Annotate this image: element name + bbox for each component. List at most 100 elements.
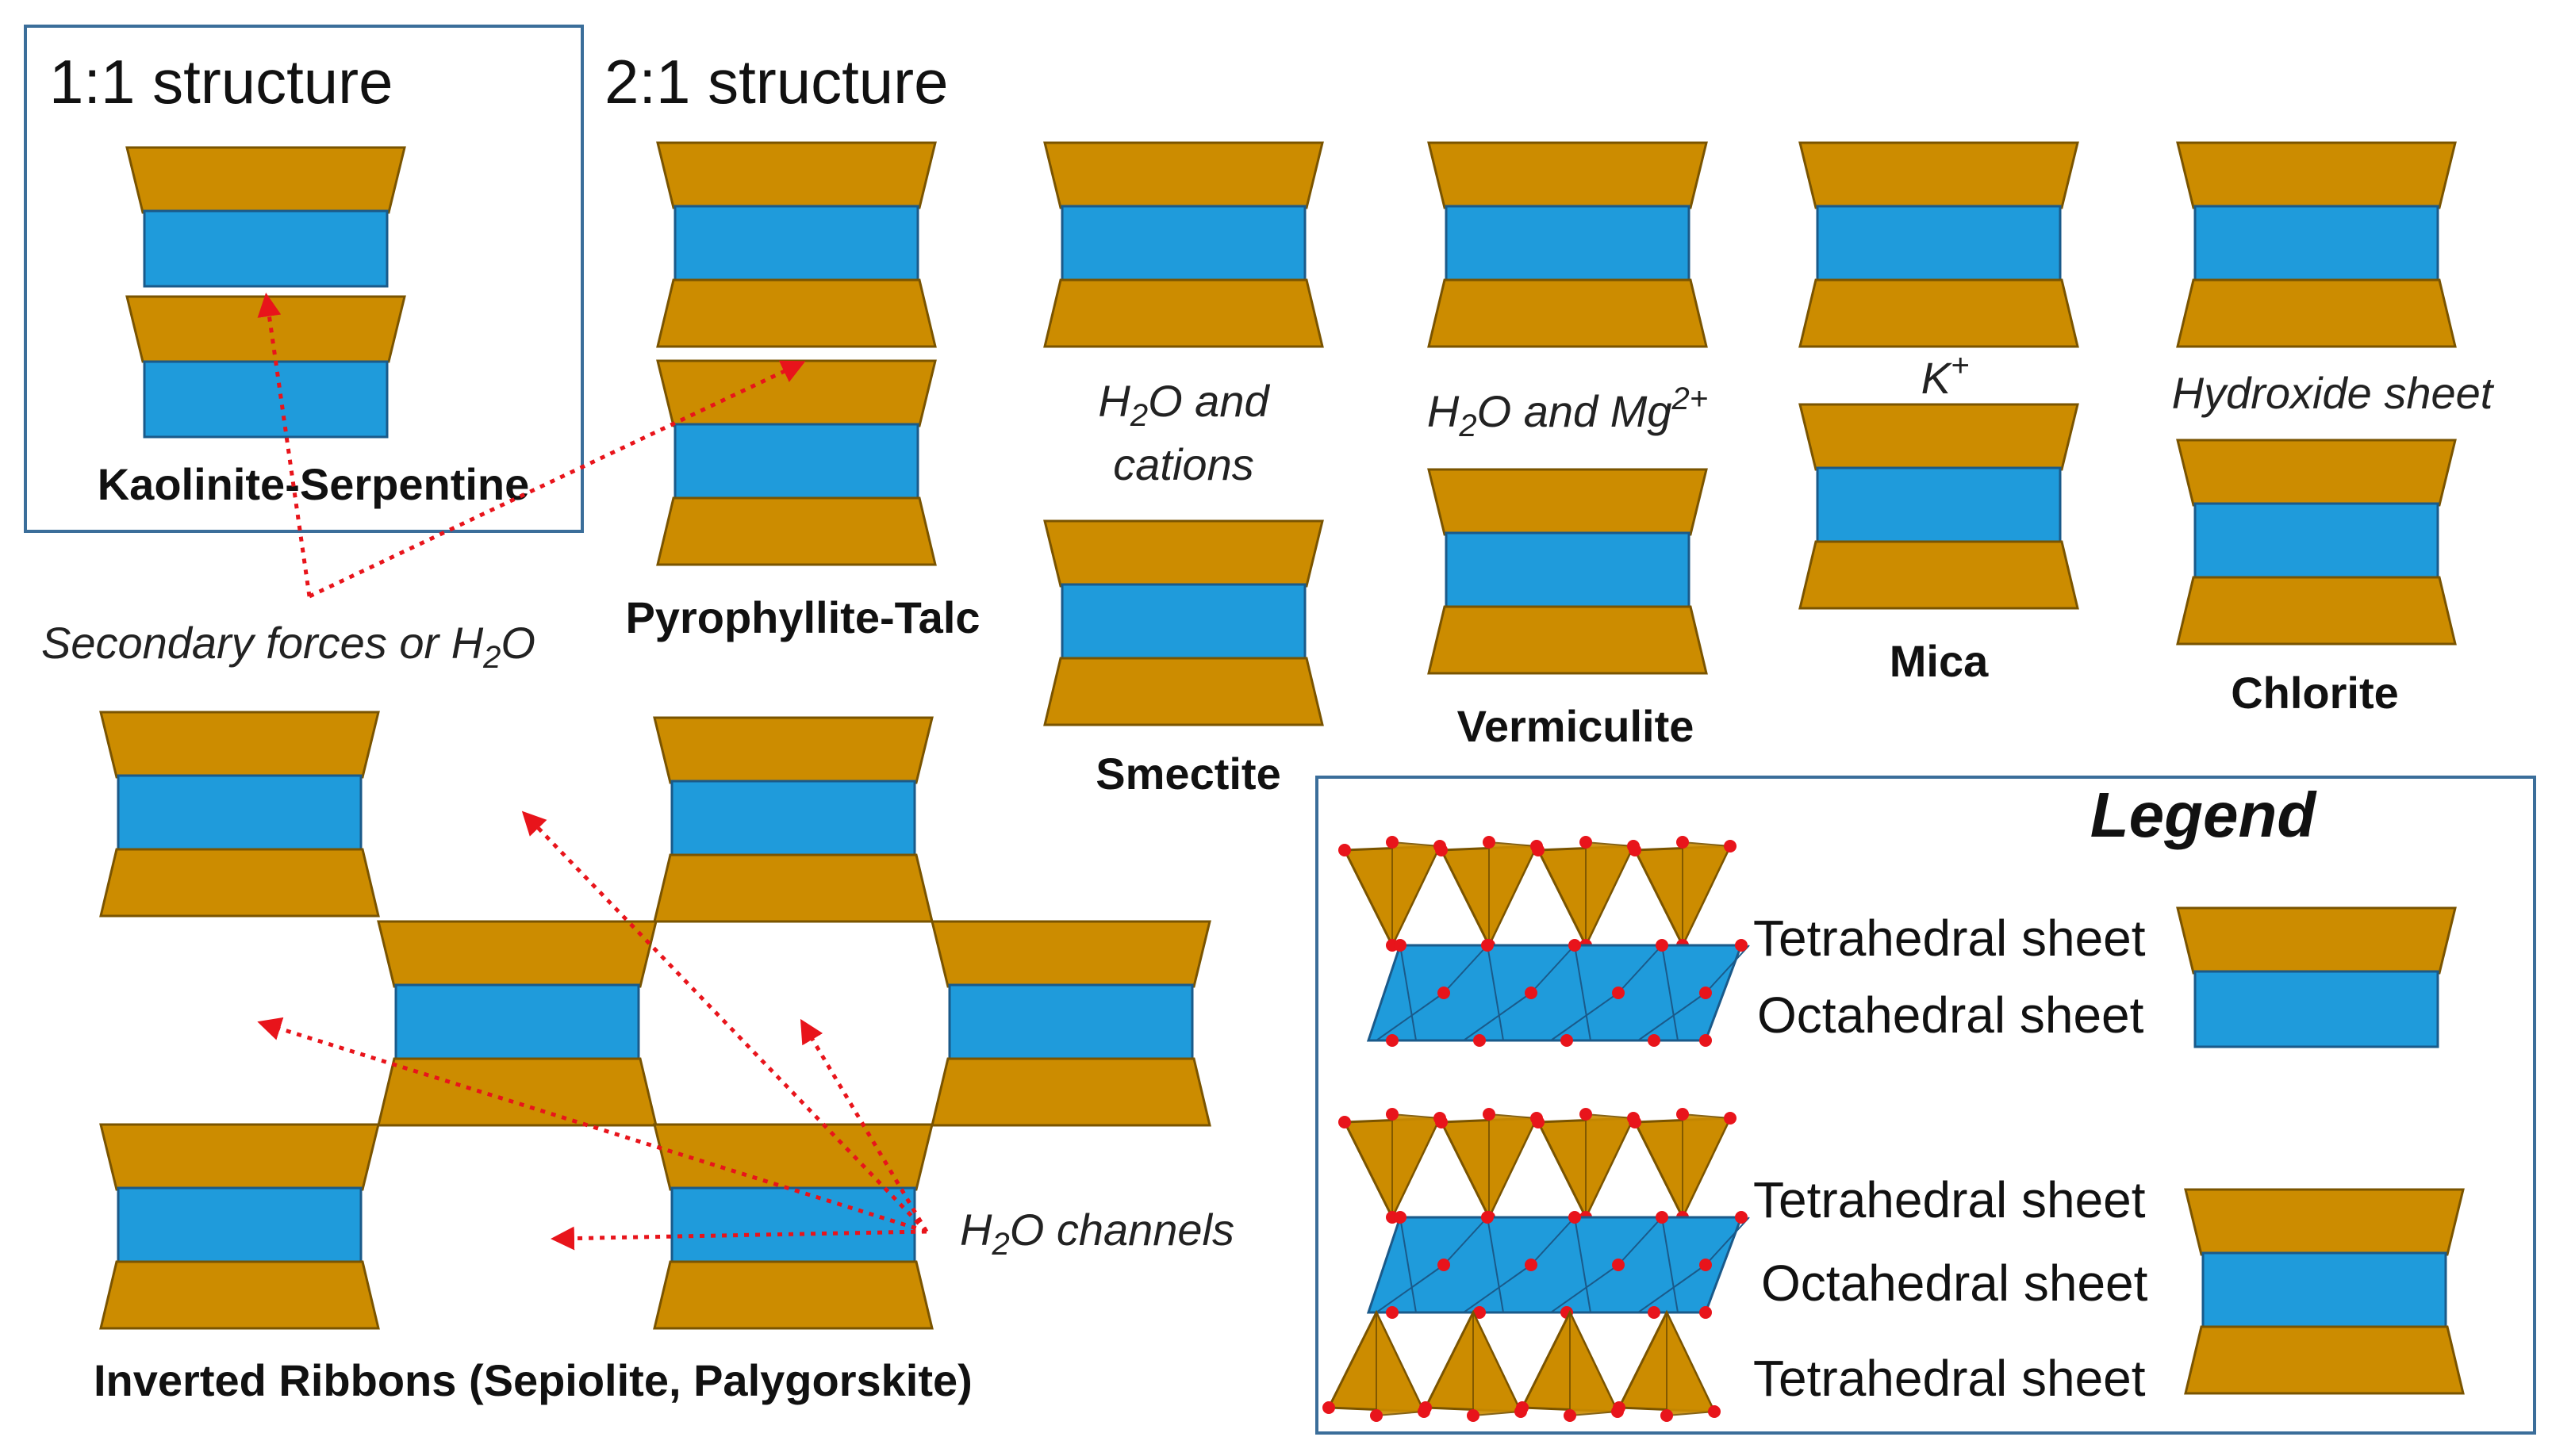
oxygen-node — [1660, 1409, 1673, 1422]
oxygen-node — [1394, 939, 1406, 952]
octahedral-edge — [1574, 1217, 1591, 1313]
chlorite-label: Chlorite — [2231, 668, 2399, 718]
octahedral-edge — [1487, 1217, 1504, 1313]
octahedral-edge — [1463, 1264, 1532, 1313]
octahedral-edge — [1661, 1217, 1679, 1313]
octahedral-sheet — [670, 1186, 916, 1265]
tetrahedron-face — [1488, 1113, 1538, 1218]
octahedral-edge — [1550, 1264, 1619, 1313]
octahedral-band — [1366, 1216, 1744, 1314]
oxygen-node — [1676, 1108, 1689, 1121]
octahedral-edge — [1637, 1264, 1706, 1313]
octahedral-edge — [1705, 1217, 1750, 1266]
legend-2to1-tetrahedral-bottom-label: Tetrahedral sheet — [1753, 1350, 2146, 1407]
octahedral-edge — [1530, 1217, 1575, 1266]
tetrahedral-sheet — [656, 359, 937, 427]
secondary-forces-label: Secondary forces or H2O — [41, 618, 535, 675]
tetrahedral-sheet — [2184, 1325, 2465, 1395]
tetrahedral-sheet — [125, 295, 406, 363]
oxygen-node — [1467, 1409, 1479, 1422]
legend-title: Legend — [2090, 780, 2318, 850]
octahedral-sheet — [673, 205, 919, 283]
octahedral-sheet — [670, 780, 916, 858]
smectite-structure — [1043, 141, 1324, 726]
tetrahedral-sheet — [2176, 576, 2457, 646]
oxygen-node — [1724, 840, 1737, 853]
tetrahedron-face — [1585, 1113, 1635, 1218]
oxygen-node — [1676, 836, 1689, 849]
octahedral-sheet — [1061, 205, 1307, 283]
octahedral-edge — [1399, 1217, 1417, 1313]
tetrahedron-face — [1488, 841, 1538, 946]
octahedral-edge — [1618, 1217, 1663, 1266]
cation-node — [1525, 1259, 1537, 1271]
pyrophyllite-label: Pyrophyllite-Talc — [625, 592, 980, 642]
tetrahedron-face — [1376, 1312, 1426, 1417]
tetrahedral-sheet — [2176, 906, 2457, 975]
oxygen-node — [1386, 1034, 1399, 1047]
octahedral-edge — [1637, 992, 1706, 1041]
tetrahedron-face — [1472, 1312, 1522, 1417]
legend-frame — [1315, 776, 2536, 1435]
ribbon-block-mid-left — [377, 920, 658, 1127]
water-channel-arrows — [257, 810, 929, 1251]
oxygen-node — [1560, 1034, 1573, 1047]
octahedral-sheet — [143, 360, 389, 439]
tetrahedral-sheet — [99, 711, 380, 779]
tetrahedral-sheet — [1798, 141, 2079, 209]
oxygen-node — [1708, 1405, 1721, 1418]
oxygen-node — [1386, 836, 1399, 849]
oxygen-node — [1629, 1116, 1641, 1128]
legend-2to1-block — [2184, 1188, 2465, 1395]
octahedral-edge — [1705, 944, 1750, 994]
tetrahedral-sheet — [1043, 141, 1324, 209]
octahedral-sheet — [673, 423, 919, 501]
mica-label: Mica — [1890, 636, 1989, 686]
cation-node — [1699, 1259, 1712, 1271]
mica-structure — [1798, 141, 2079, 610]
octahedral-sheet — [1061, 583, 1307, 661]
oxygen-node — [1394, 1211, 1406, 1224]
oxygen-node — [1724, 1112, 1737, 1125]
oxygen-node — [1629, 844, 1641, 856]
tetrahedron-face — [1569, 1312, 1619, 1417]
octahedral-edge — [1487, 944, 1504, 1041]
octahedral-edge — [1618, 944, 1663, 994]
tetrahedral-sheet — [99, 848, 380, 918]
legend-1to1-block — [2176, 906, 2457, 1048]
ribbons-label: Inverted Ribbons (Sepiolite, Palygorskit… — [94, 1355, 973, 1405]
cation-node — [1437, 987, 1450, 999]
octahedral-sheet — [117, 1186, 363, 1265]
octahedral-sheet — [143, 209, 389, 288]
oxygen-node — [1473, 1306, 1486, 1319]
mica-interlayer: K+ — [1921, 348, 1970, 403]
tetrahedral-sheet — [653, 1260, 934, 1330]
tetrahedral-sheet — [1043, 519, 1324, 588]
oxygen-node — [1648, 1034, 1660, 1047]
vermiculite-label: Vermiculite — [1457, 701, 1694, 751]
tetrahedral-sheet — [653, 853, 934, 923]
cation-node — [1437, 1259, 1450, 1271]
oxygen-node — [1370, 1409, 1383, 1422]
oxygen-node — [1699, 1034, 1712, 1047]
tetrahedron-face — [1391, 841, 1441, 946]
octahedral-sheet — [1445, 531, 1690, 610]
cation-node — [1612, 987, 1625, 999]
oxygen-node — [1735, 1211, 1748, 1224]
oxygen-node — [1338, 844, 1351, 856]
octahedral-sheet — [1816, 466, 2062, 545]
octahedral-sheet — [1816, 205, 2062, 283]
oxygen-node — [1735, 939, 1748, 952]
tetrahedral-sheet — [653, 716, 934, 784]
ribbon-block-top-center — [653, 716, 934, 923]
tetrahedral-sheet — [656, 278, 937, 348]
tetrahedral-sheet — [1798, 540, 2079, 610]
tetrahedral-sheet — [2176, 278, 2457, 348]
tetrahedral-sheet — [1043, 278, 1324, 348]
oxygen-node — [1435, 844, 1448, 856]
tetrahedral-sheet — [2176, 141, 2457, 209]
oxygen-node — [1568, 939, 1581, 952]
tetrahedron-face — [1391, 1113, 1441, 1218]
octahedral-edge — [1463, 992, 1532, 1041]
smectite-interlayer-line2: cations — [1113, 439, 1253, 489]
